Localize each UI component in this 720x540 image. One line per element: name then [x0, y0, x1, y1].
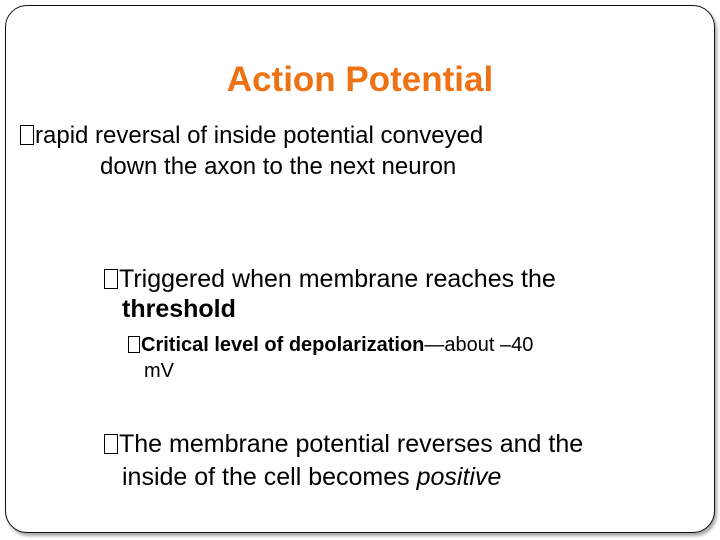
- bullet-icon: [104, 269, 118, 289]
- bullet1-line2: down the axon to the next neuron: [100, 153, 457, 180]
- bullet-icon: [20, 125, 34, 145]
- bullet2-bold: threshold: [122, 295, 236, 323]
- bullet1-line1: rapid reversal of inside potential conve…: [35, 122, 484, 149]
- bullet-critical-level: Critical level of depolarization—about –…: [128, 332, 688, 384]
- bullet-membrane-reverses: The membrane potential reverses and the …: [104, 428, 704, 494]
- bullet-icon: [104, 434, 118, 454]
- slide-title: Action Potential: [226, 60, 494, 99]
- bullet4-line2-plain: inside of the cell becomes: [122, 463, 417, 491]
- slide-frame: [5, 5, 715, 533]
- bullet-rapid-reversal: rapid reversal of inside potential conve…: [20, 120, 700, 182]
- bullet2-text: Triggered when membrane reaches the: [119, 265, 556, 293]
- bullet3-rest: —about –40: [424, 334, 534, 356]
- bullet-icon: [128, 336, 140, 353]
- bullet3-line2: mV: [144, 360, 174, 382]
- bullet4-line2-italic: positive: [416, 463, 502, 491]
- bullet4-line1: The membrane potential reverses and the: [119, 430, 584, 458]
- bullet3-bold: Critical level of depolarization: [141, 334, 425, 356]
- bullet-triggered: Triggered when membrane reaches the thre…: [104, 264, 694, 324]
